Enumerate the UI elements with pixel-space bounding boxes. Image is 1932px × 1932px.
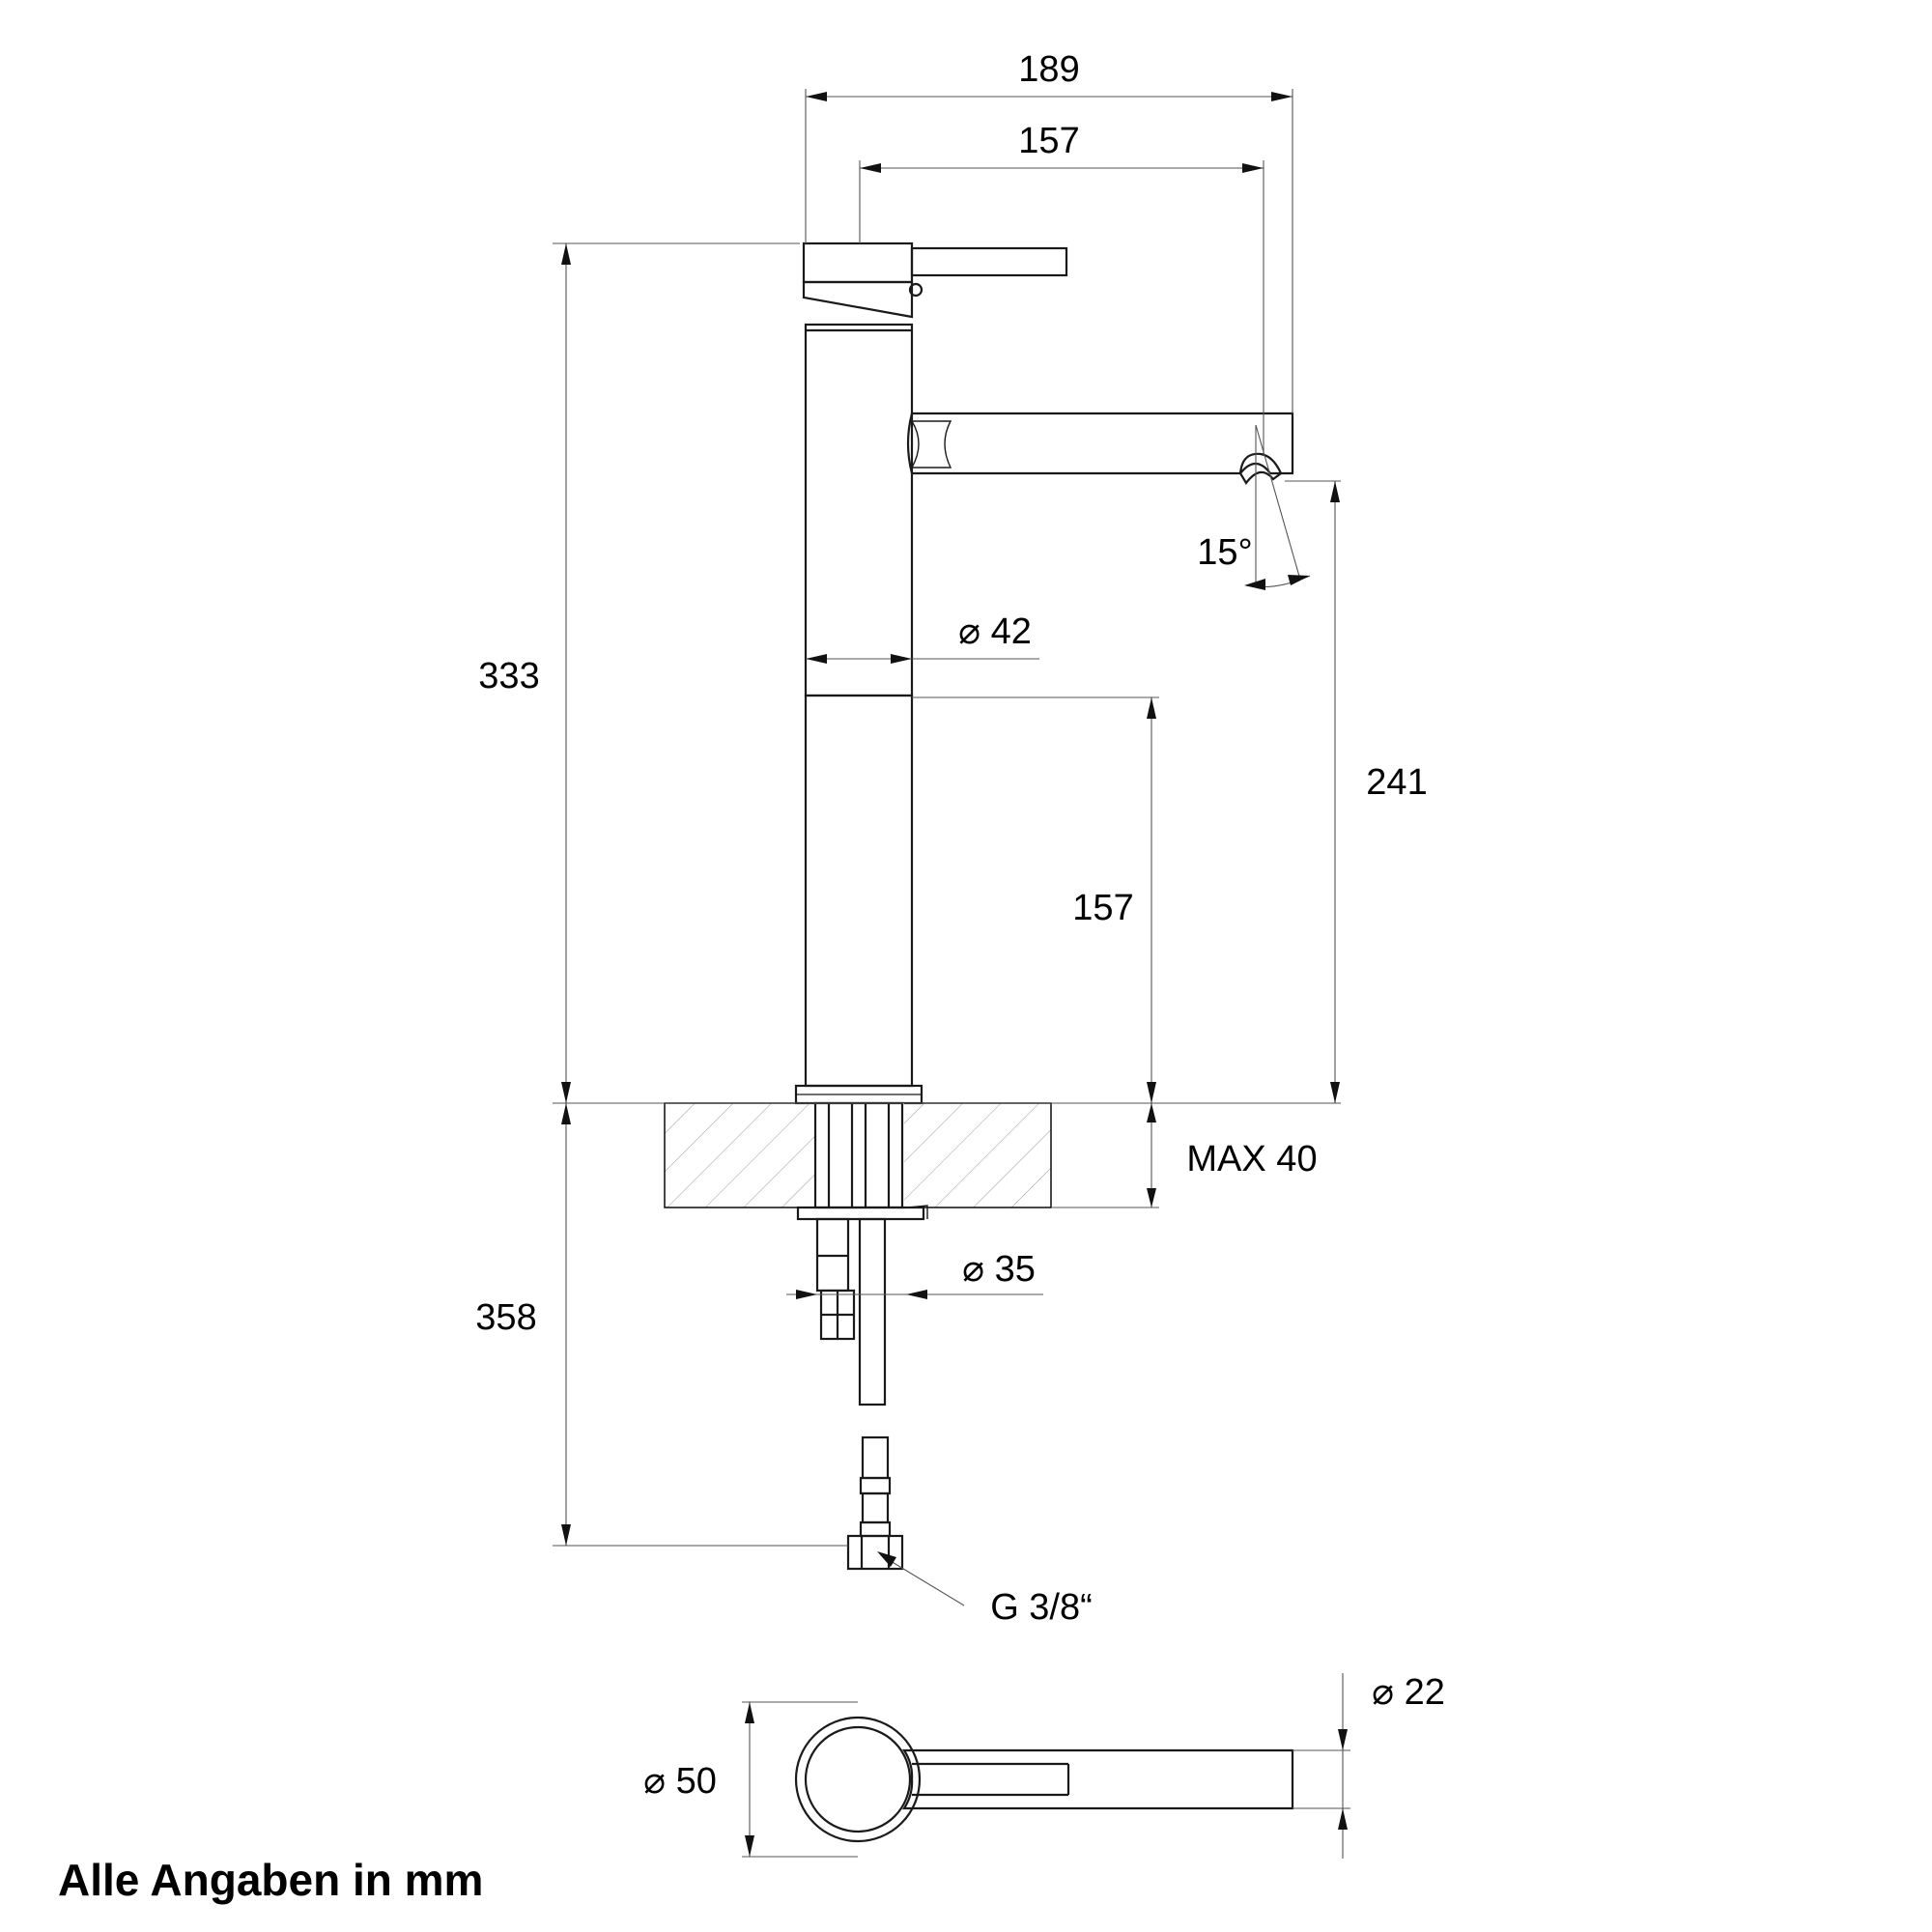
faucet-body-upper [804,323,914,697]
dimension-labels: 189 157 333 241 ⌀ 42 157 15° MAX 40 ⌀ 35… [475,49,1445,1802]
label-handle-reach: 157 [1018,121,1079,161]
label-body-lower: 157 [1072,888,1133,928]
faucet-body-lower [804,694,914,1088]
label-overall-height: 333 [478,656,539,696]
lever-cap [802,242,914,284]
dimension-lines [553,89,1350,1859]
label-deck-thickness: MAX 40 [1186,1139,1317,1179]
label-spout-angle: 15° [1197,532,1252,573]
label-spout-diameter: ⌀ 22 [1372,1672,1445,1713]
cartridge-housing [802,280,914,319]
label-connection-thread: G 3/8“ [990,1587,1093,1628]
supply-hose [858,1217,887,1406]
countertop-section [664,1101,1052,1221]
set-screw [908,282,923,298]
label-base-diameter: ⌀ 50 [643,1761,717,1802]
top-view-base [794,1716,922,1843]
faucet-top-view [794,1716,1294,1843]
label-body-diameter: ⌀ 42 [958,611,1032,652]
hose-nut [846,1534,904,1571]
label-spout-height: 241 [1366,762,1427,803]
aerator [1238,452,1283,485]
label-overall-width: 189 [1018,49,1079,90]
fixing-plate [796,1206,925,1221]
leader-connection-thread [880,1554,965,1606]
label-shank-diameter: ⌀ 35 [962,1249,1036,1290]
supply-lines [815,1217,904,1571]
hose-end [861,1435,890,1480]
top-view-spout [901,1748,1294,1810]
label-hose-length: 358 [475,1297,536,1338]
units-note: Alle Angaben in mm [58,1855,483,1905]
spout [906,412,1294,475]
faucet-side-view [794,242,1294,1105]
lever-arm [910,246,1068,277]
